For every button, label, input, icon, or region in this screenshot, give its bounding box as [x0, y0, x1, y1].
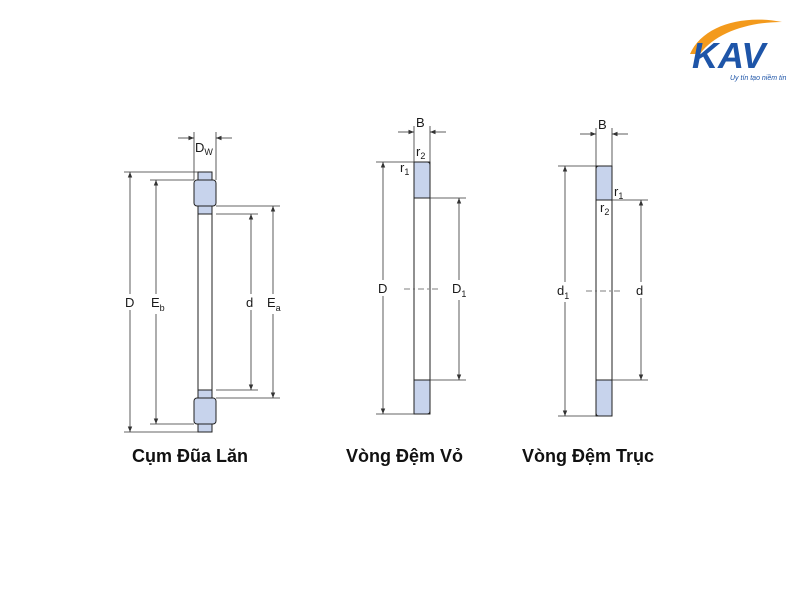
housing-B-label: B [416, 115, 425, 130]
shaft-washer-caption: Vòng Đệm Trục [522, 446, 655, 466]
roller-caption: Cụm Đũa Lăn [132, 446, 249, 466]
housing-r2-label: r2 [416, 144, 425, 161]
roller-d-label: d [246, 295, 253, 310]
housing-washer-body [413, 161, 431, 415]
cage-lug-bottom [197, 389, 213, 399]
shaft-washer-bottom-section [595, 379, 613, 417]
logo-brand: KAV [692, 35, 768, 76]
cage-lug-bottom-outer [197, 423, 213, 433]
logo-swoosh [690, 19, 782, 54]
kav-logo: KAV Uy tín tạo niềm tin [690, 19, 787, 82]
shaft-washer-top-section [595, 165, 613, 201]
dw-label: DW [195, 140, 213, 157]
cage-lug-top [197, 171, 213, 181]
roller-Eb-label: Eb [151, 295, 165, 313]
shaft-washer-drawing: B r1 r2 d1 d [556, 117, 648, 417]
housing-washer-drawing: B r2 r1 D D1 [376, 115, 473, 415]
roller-Ea-label: Ea [267, 295, 281, 313]
cage-lug-top-inner [197, 205, 213, 215]
roller-cage-drawing: DW D Eb d Ea [124, 132, 290, 433]
roller-top [193, 179, 217, 207]
shaft-d1-label: d1 [557, 283, 569, 301]
shaft-d-label: d [636, 283, 643, 298]
shaft-r2-label: r2 [600, 200, 609, 217]
housing-D1-label: D1 [452, 281, 466, 299]
roller-D-label: D [125, 295, 134, 310]
housing-D-label: D [378, 281, 387, 296]
logo-slogan: Uy tín tạo niềm tin [730, 73, 787, 82]
shaft-r1-label: r1 [614, 184, 623, 201]
housing-washer-caption: Vòng Đệm Vỏ [346, 446, 464, 466]
cage-body [197, 195, 213, 399]
roller-bottom [193, 397, 217, 425]
housing-washer-top-section [413, 161, 431, 199]
housing-washer-bottom-section [413, 379, 431, 415]
shaft-B-label: B [598, 117, 607, 132]
housing-r1-label: r1 [400, 160, 409, 177]
